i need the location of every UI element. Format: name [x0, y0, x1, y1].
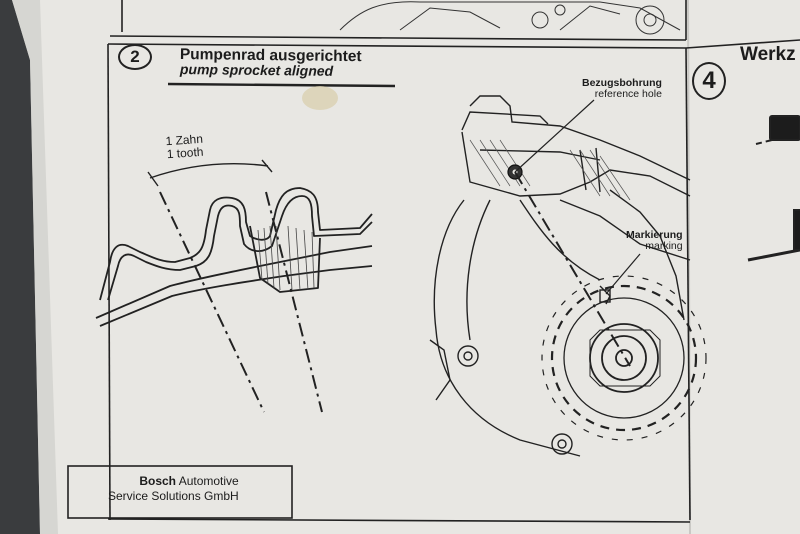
pump-hatching: [469, 139, 631, 201]
paper-stain: [302, 86, 338, 110]
paper-shadow: [12, 0, 58, 534]
footer-company-line1: Bosch Automotive: [108, 474, 239, 489]
marking-label-english: marking: [645, 240, 683, 252]
pump-housing-drawing: [429, 95, 691, 457]
marking-label: Markierung marking: [626, 230, 683, 252]
step2-title-english: pump sprocket aligned: [179, 61, 334, 79]
tooth-center-lines: [159, 191, 323, 413]
tooth-pitch-dimension: [147, 159, 273, 187]
step4-title-partial: Werkz: [740, 44, 796, 65]
tooth-label-english: 1 tooth: [166, 144, 204, 162]
footer-company-bold: Bosch: [139, 474, 177, 488]
upper-engine-sketch: [339, 1, 681, 35]
step4-panel: [685, 39, 800, 49]
tool-sketch: [747, 115, 800, 262]
sprocket-timing-mark: [599, 289, 611, 303]
footer-company-line2: Service Solutions GmbH: [108, 489, 239, 503]
footer-company-rest: Automotive: [178, 474, 239, 488]
paper-sheet: [12, 0, 800, 534]
reference-hole-label-german: Bezugsbohrung: [582, 77, 662, 89]
alignment-line: [514, 171, 631, 367]
label-leader-lines: [514, 99, 641, 295]
reference-hole-label: Bezugsbohrung reference hole: [582, 78, 662, 100]
footer-company: Bosch Automotive Service Solutions GmbH: [108, 474, 239, 504]
tooth-label: 1 Zahn 1 tooth: [165, 132, 204, 162]
tooth-detail-drawing: [95, 187, 373, 327]
step-number-2: 2: [118, 44, 152, 70]
marking-label-german: Markierung: [626, 229, 683, 241]
step2-panel: [107, 43, 691, 523]
footer-box: [67, 465, 293, 519]
upper-panel: [109, 0, 687, 41]
pump-sprocket: [541, 275, 707, 441]
step-number-4: 4: [692, 62, 726, 100]
reference-hole-label-english: reference hole: [594, 88, 662, 100]
tooth-hatching: [257, 225, 315, 291]
